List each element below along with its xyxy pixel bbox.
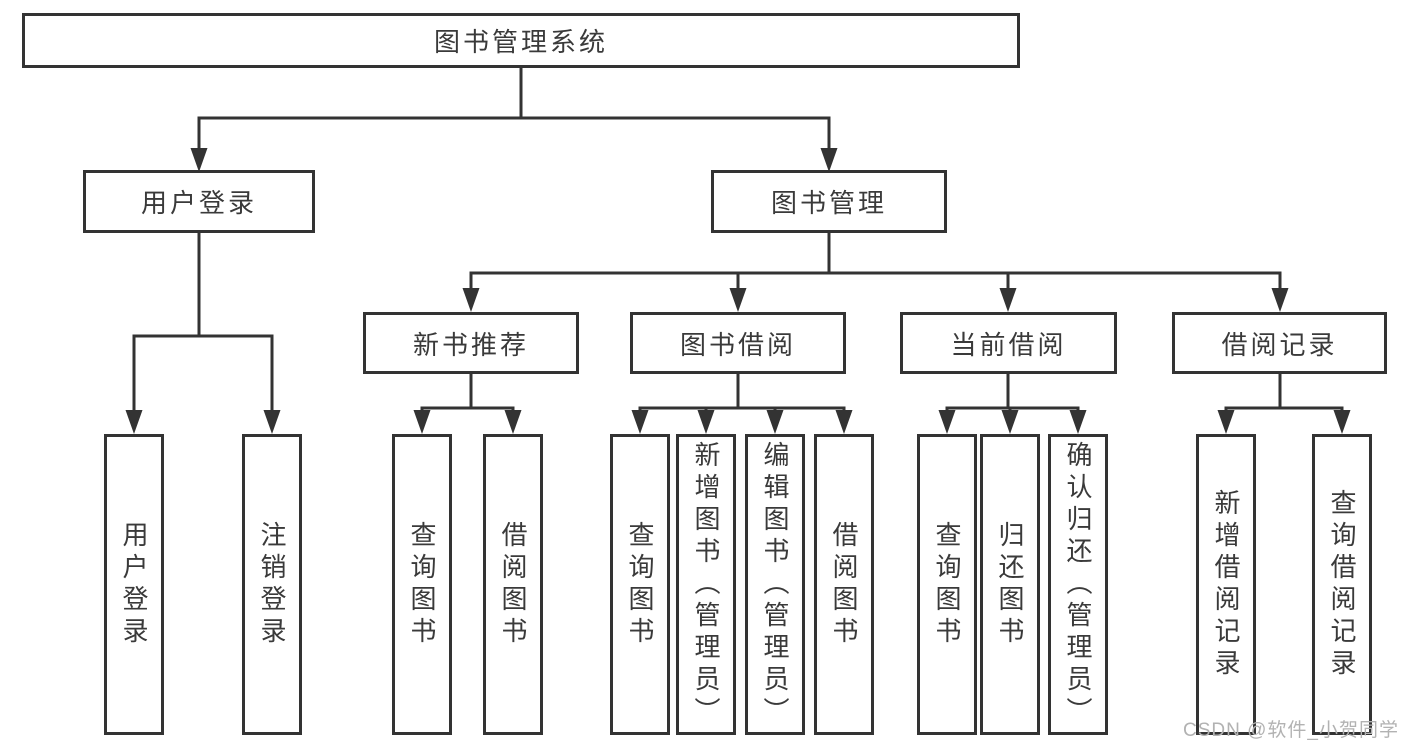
node-book-management-branch: 图书管理 xyxy=(711,170,947,233)
node-add-borrow-record: 新增借阅记录 xyxy=(1196,434,1256,735)
node-query-books-current: 查询图书 xyxy=(917,434,977,735)
node-borrow-books-recommend: 借阅图书 xyxy=(483,434,543,735)
node-edit-book-admin: 编辑图书（管理员） xyxy=(745,434,805,735)
node-root-system: 图书管理系统 xyxy=(22,13,1020,68)
node-return-book: 归还图书 xyxy=(980,434,1040,735)
node-borrow-records: 借阅记录 xyxy=(1172,312,1387,374)
node-add-book-admin: 新增图书（管理员） xyxy=(676,434,736,735)
node-query-borrow-record: 查询借阅记录 xyxy=(1312,434,1372,735)
node-user-login-leaf: 用户登录 xyxy=(104,434,164,735)
csdn-watermark: CSDN @软件_小贺同学 xyxy=(1183,720,1399,741)
node-new-book-recommend: 新书推荐 xyxy=(363,312,579,374)
node-logout-login: 注销登录 xyxy=(242,434,302,735)
node-query-books-recommend: 查询图书 xyxy=(392,434,452,735)
arrowheads xyxy=(125,148,1351,434)
node-book-borrowing: 图书借阅 xyxy=(630,312,846,374)
node-confirm-return-admin: 确认归还（管理员） xyxy=(1048,434,1108,735)
node-query-books-borrowing: 查询图书 xyxy=(610,434,670,735)
node-current-borrowing: 当前借阅 xyxy=(900,312,1117,374)
node-borrow-books-leaf: 借阅图书 xyxy=(814,434,874,735)
node-user-login-branch: 用户登录 xyxy=(83,170,315,233)
